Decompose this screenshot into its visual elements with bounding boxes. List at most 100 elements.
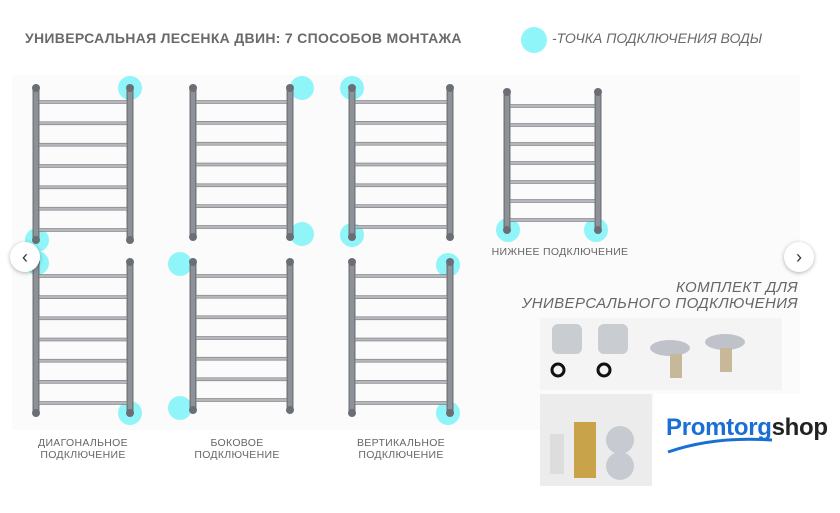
- rail-fitting: [348, 409, 356, 417]
- rail-fitting: [32, 236, 40, 244]
- rail-upright: [348, 87, 356, 238]
- rail-fitting: [286, 258, 294, 266]
- rail-fitting: [286, 84, 294, 92]
- rail-upright: [32, 261, 40, 414]
- logo-text-blue: Promtorg: [666, 414, 772, 441]
- caption-bottom-connection: НИЖНЕЕ ПОДКЛЮЧЕНИЕ: [491, 246, 629, 258]
- rail-fitting: [189, 233, 197, 241]
- rail-crossbar: [354, 380, 448, 384]
- prev-image-button[interactable]: ‹: [10, 242, 40, 272]
- rail-fitting: [446, 258, 454, 266]
- rail-crossbar: [354, 337, 448, 342]
- rail-fitting: [503, 226, 511, 234]
- rail-fitting: [126, 258, 134, 266]
- rail-fitting: [189, 258, 197, 266]
- rail-fitting: [189, 406, 197, 414]
- rail-fitting: [594, 88, 602, 96]
- rail-crossbar: [354, 401, 448, 405]
- rail-crossbar: [195, 274, 288, 278]
- logo-text-dark: shop: [771, 414, 828, 441]
- rail-crossbar: [195, 294, 288, 299]
- rail-upright: [286, 261, 294, 411]
- rail-fitting: [126, 409, 134, 417]
- caption-line: БОКОВОЕ: [210, 437, 264, 449]
- kit-title: КОМПЛЕКТ ДЛЯ УНИВЕРСАЛЬНОГО ПОДКЛЮЧЕНИЯ: [522, 280, 798, 312]
- rail-upright: [189, 87, 197, 238]
- connection-point-legend-icon: [521, 27, 547, 53]
- rail-crossbar: [38, 401, 128, 405]
- rail-fitting: [126, 84, 134, 92]
- caption-line: ВЕРТИКАЛЬНОЕ: [357, 437, 445, 449]
- caption-line: ДИАГОНАЛЬНОЕ: [38, 437, 128, 449]
- rail-fitting: [286, 406, 294, 414]
- rail-fitting: [446, 233, 454, 241]
- rail-crossbar: [195, 225, 288, 229]
- rail-crossbar: [38, 316, 128, 321]
- rail-crossbar: [38, 337, 128, 342]
- kit-title-line: КОМПЛЕКТ ДЛЯ: [675, 279, 798, 296]
- rail-crossbar: [195, 398, 288, 402]
- rail-crossbar: [354, 183, 448, 188]
- rail-upright: [503, 91, 511, 231]
- rail-crossbar: [354, 358, 448, 363]
- rail-crossbar: [509, 218, 596, 222]
- rail-crossbar: [354, 121, 448, 125]
- rail-crossbar: [354, 100, 448, 104]
- rail-upright: [32, 87, 40, 241]
- rail-fitting: [32, 409, 40, 417]
- rail-crossbar: [195, 356, 288, 361]
- rail-crossbar: [509, 104, 596, 108]
- rail-crossbar: [354, 295, 448, 299]
- rail-upright: [126, 261, 134, 414]
- kit-title-line: УНИВЕРСАЛЬНОГО ПОДКЛЮЧЕНИЯ: [521, 295, 798, 312]
- rail-crossbar: [195, 121, 288, 125]
- rail-upright: [446, 87, 454, 238]
- rail-crossbar: [354, 274, 448, 278]
- page-title: УНИВЕРСАЛЬНАЯ ЛЕСЕНКА ДВИН: 7 СПОСОБОВ М…: [25, 30, 462, 46]
- rail-crossbar: [354, 316, 448, 321]
- rail-upright: [348, 261, 356, 414]
- promtorgshop-logo: Promtorgshop: [654, 394, 830, 486]
- rail-fitting: [286, 233, 294, 241]
- rail-crossbar: [38, 380, 128, 384]
- rail-crossbar: [195, 100, 288, 104]
- kit-fittings-photo: [540, 318, 782, 390]
- rail-fitting: [348, 84, 356, 92]
- caption-line: ПОДКЛЮЧЕНИЕ: [40, 449, 126, 461]
- rail-upright: [446, 261, 454, 414]
- rail-fitting: [32, 84, 40, 92]
- rail-crossbar: [509, 199, 596, 203]
- rail-crossbar: [509, 142, 596, 146]
- rail-upright: [594, 91, 602, 231]
- rail-crossbar: [195, 162, 288, 167]
- rail-crossbar: [354, 204, 448, 208]
- rail-crossbar: [354, 225, 448, 229]
- caption-side: БОКОВОЕ ПОДКЛЮЧЕНИЕ: [176, 437, 298, 461]
- rail-crossbar: [509, 123, 596, 127]
- rail-fitting: [348, 258, 356, 266]
- rail-crossbar: [509, 180, 596, 184]
- caption-diagonal: ДИАГОНАЛЬНОЕ ПОДКЛЮЧЕНИЕ: [22, 437, 144, 461]
- rail-crossbar: [38, 206, 128, 211]
- rail-crossbar: [38, 185, 128, 190]
- legend-text: -ТОЧКА ПОДКЛЮЧЕНИЯ ВОДЫ: [552, 30, 763, 46]
- rail-crossbar: [38, 274, 128, 278]
- rail-crossbar: [195, 141, 288, 146]
- rail-fitting: [126, 236, 134, 244]
- rail-fitting: [503, 88, 511, 96]
- rail-crossbar: [195, 377, 288, 382]
- connection-point-marker: [168, 396, 192, 420]
- connection-point-marker: [168, 252, 192, 276]
- rail-crossbar: [195, 336, 288, 340]
- rail-upright: [126, 87, 134, 241]
- rail-crossbar: [195, 315, 288, 320]
- rail-fitting: [189, 84, 197, 92]
- rail-crossbar: [509, 161, 596, 165]
- connection-point-marker: [290, 222, 314, 246]
- rail-fitting: [348, 233, 356, 241]
- caption-vertical: ВЕРТИКАЛЬНОЕ ПОДКЛЮЧЕНИЕ: [340, 437, 462, 461]
- rail-fitting: [446, 409, 454, 417]
- caption-line: ПОДКЛЮЧЕНИЕ: [194, 449, 280, 461]
- rail-upright: [189, 261, 197, 411]
- next-image-button[interactable]: ›: [784, 242, 814, 272]
